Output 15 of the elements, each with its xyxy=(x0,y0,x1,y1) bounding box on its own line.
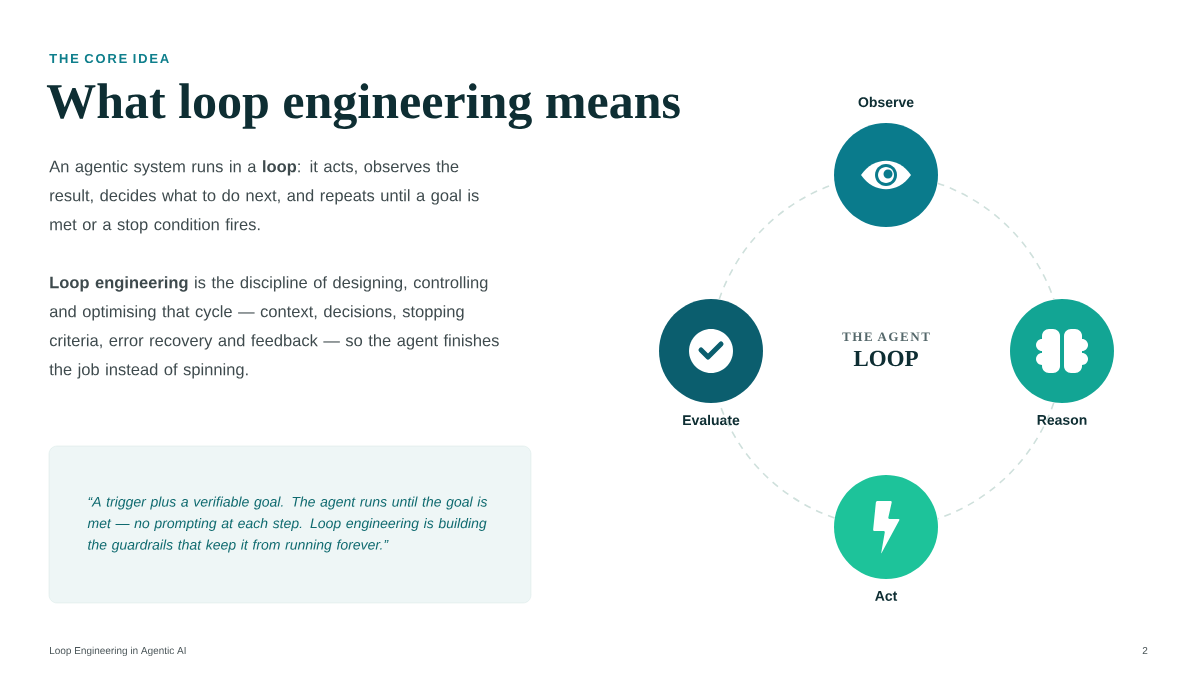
page-number: 2 xyxy=(1142,647,1148,654)
body-paragraph: Loop engineering is the discipline of designing, controlling and optimising that cycle — context, decisions, stopping criteria, error recovery and feedback — so the agent finishes the job instead of spinning. xyxy=(49,276,499,379)
body-paragraph: An agentic system runs in a loop: it acts, observes the result, decides what to do next, and repeats until a goal is met or a stop condition fires. xyxy=(49,160,479,234)
center-title: LOOP xyxy=(853,350,918,367)
eyebrow: THE CORE IDEA xyxy=(49,53,169,64)
step-label: Act xyxy=(875,591,898,601)
dashed-connector xyxy=(936,401,1055,520)
slide-title: What loop engineering means xyxy=(46,83,680,130)
dashed-connector xyxy=(936,182,1055,301)
footer-text: Loop Engineering in Agentic AI xyxy=(50,646,186,657)
center-caption: THE AGENT xyxy=(842,332,930,342)
step-label: Evaluate xyxy=(683,414,740,426)
step-label: Reason xyxy=(1037,415,1087,425)
quote-card: “A trigger plus a verifiable goal. The agent runs until the goal is met — no prompting at each step. Loop engineering is building the guardrails that keep it from running forever.” xyxy=(48,445,532,604)
step-label: Observe xyxy=(858,96,914,108)
